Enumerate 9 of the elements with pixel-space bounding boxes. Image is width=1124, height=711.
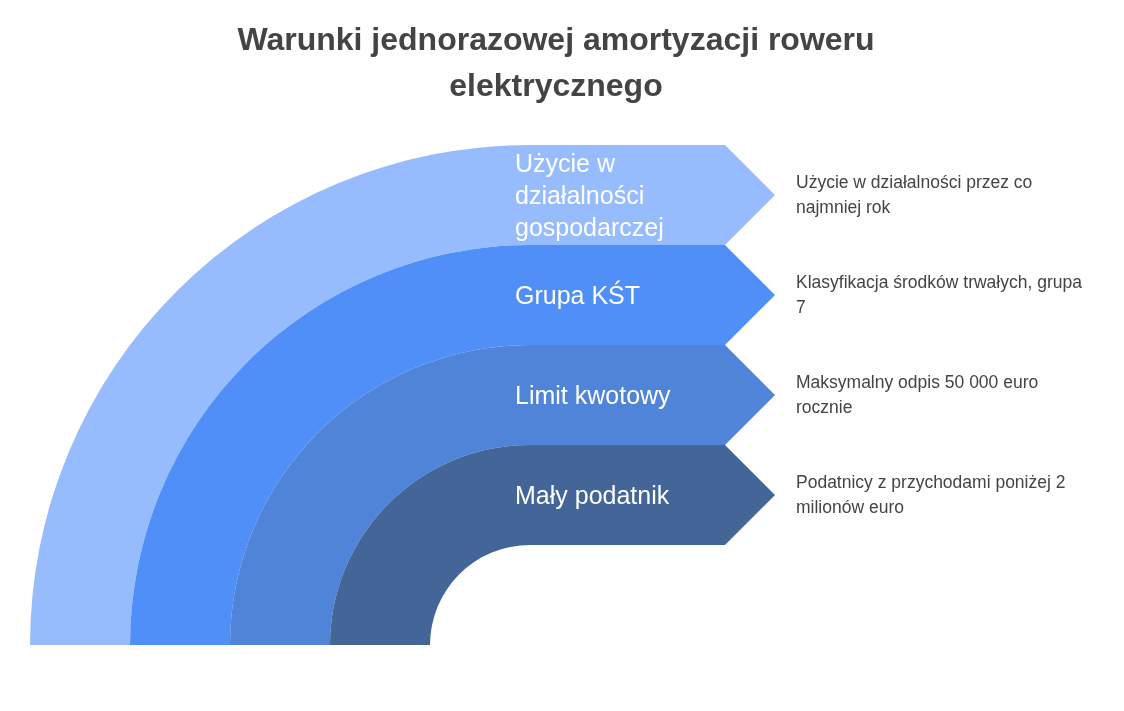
title: Warunki jednorazowej amortyzacji roweru elektrycznego — [236, 20, 876, 105]
description-text: Podatnicy z przychodami poniżej 2 milionów euro — [796, 471, 1067, 519]
band-label: Mały podatnik — [515, 480, 671, 511]
band-label: Użycie w działalności gospodarczej — [515, 148, 665, 243]
description-text: Użycie w działalności przez co najmniej rok — [796, 171, 1034, 219]
description-text: Klasyfikacja środków trwałych, grupa 7 — [796, 271, 1083, 319]
band-label: Limit kwotowy — [515, 380, 672, 411]
description-text: Maksymalny odpis 50 000 euro rocznie — [796, 371, 1040, 419]
band-label: Grupa KŚT — [515, 279, 642, 311]
